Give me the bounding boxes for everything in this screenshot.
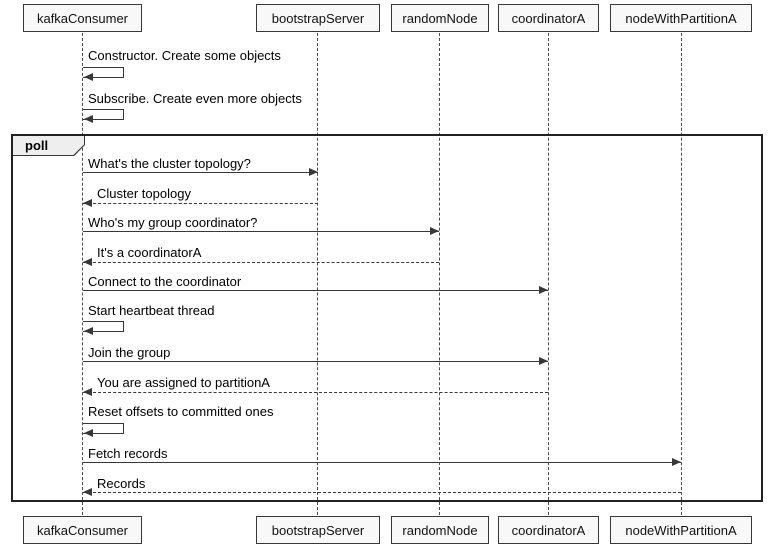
participant-box-kafkaconsumer-top: kafkaConsumer xyxy=(23,4,142,32)
lifeline-bootstrapserver xyxy=(317,33,318,515)
arrowhead-right-icon xyxy=(309,168,318,176)
participant-box-randomnode-bottom: randomNode xyxy=(391,516,489,544)
message-arrow xyxy=(83,361,548,362)
fragment-label-poll: poll xyxy=(13,136,85,156)
fragment-frame-poll xyxy=(11,134,763,502)
message-return-arrow xyxy=(83,392,548,393)
message-self-arrow xyxy=(83,67,124,78)
participant-label: randomNode xyxy=(402,10,478,26)
message-self-arrow xyxy=(83,423,124,434)
message-label: Subscribe. Create even more objects xyxy=(88,91,302,106)
message-label: Start heartbeat thread xyxy=(88,303,215,318)
participant-box-nodewithpartitiona-bottom: nodeWithPartitionA xyxy=(610,516,752,544)
participant-label: coordinatorA xyxy=(511,10,586,26)
participant-label: kafkaConsumer xyxy=(36,522,129,538)
arrowhead-right-icon xyxy=(539,357,548,365)
lifeline-nodewithpartitiona xyxy=(681,33,682,515)
message-label: You are assigned to partitionA xyxy=(97,375,270,390)
participant-box-bootstrapserver-bottom: bootstrapServer xyxy=(256,516,380,544)
arrowhead-right-icon xyxy=(430,227,439,235)
participant-box-nodewithpartitiona-top: nodeWithPartitionA xyxy=(610,4,752,32)
arrowhead-left-icon xyxy=(83,258,92,266)
arrowhead-left-icon xyxy=(83,488,92,496)
message-label: Connect to the coordinator xyxy=(88,274,242,289)
message-return-arrow xyxy=(83,203,318,204)
message-label: It's a coordinatorA xyxy=(97,245,202,260)
message-arrow xyxy=(83,462,681,463)
message-label: Who's my group coordinator? xyxy=(88,215,258,230)
message-return-arrow xyxy=(83,492,681,493)
message-label: Fetch records xyxy=(88,446,168,461)
arrowhead-left-icon xyxy=(84,327,93,335)
participant-label: nodeWithPartitionA xyxy=(625,10,737,26)
participant-label: bootstrapServer xyxy=(271,10,365,26)
arrowhead-left-icon xyxy=(84,115,93,123)
lifeline-kafkaconsumer xyxy=(82,33,83,515)
message-self-arrow xyxy=(83,109,124,120)
participant-box-coordinatora-top: coordinatorA xyxy=(498,4,599,32)
lifeline-randomnode xyxy=(439,33,440,515)
message-label: What's the cluster topology? xyxy=(88,156,251,171)
participant-label: coordinatorA xyxy=(511,522,586,538)
participant-label: randomNode xyxy=(402,522,478,538)
arrowhead-right-icon xyxy=(672,458,681,466)
participant-box-coordinatora-bottom: coordinatorA xyxy=(498,516,599,544)
participant-box-kafkaconsumer-bottom: kafkaConsumer xyxy=(23,516,142,544)
message-self-arrow xyxy=(83,321,124,332)
arrowhead-left-icon xyxy=(84,73,93,81)
message-label: Constructor. Create some objects xyxy=(88,48,281,63)
message-return-arrow xyxy=(83,262,439,263)
participant-label: kafkaConsumer xyxy=(36,10,129,26)
fragment-operator: poll xyxy=(13,136,84,155)
participant-label: nodeWithPartitionA xyxy=(625,522,737,538)
participant-box-randomnode-top: randomNode xyxy=(391,4,489,32)
message-arrow xyxy=(83,231,439,232)
arrowhead-left-icon xyxy=(83,199,92,207)
arrowhead-left-icon xyxy=(83,388,92,396)
lifeline-coordinatora xyxy=(548,33,549,515)
message-label: Records xyxy=(97,476,146,491)
participant-label: bootstrapServer xyxy=(271,522,365,538)
message-label: Cluster topology xyxy=(97,186,191,201)
message-label: Join the group xyxy=(88,345,171,360)
participant-box-bootstrapserver-top: bootstrapServer xyxy=(256,4,380,32)
arrowhead-left-icon xyxy=(84,429,93,437)
message-label: Reset offsets to committed ones xyxy=(88,404,274,419)
message-arrow xyxy=(83,172,318,173)
message-arrow xyxy=(83,290,548,291)
arrowhead-right-icon xyxy=(539,286,548,294)
